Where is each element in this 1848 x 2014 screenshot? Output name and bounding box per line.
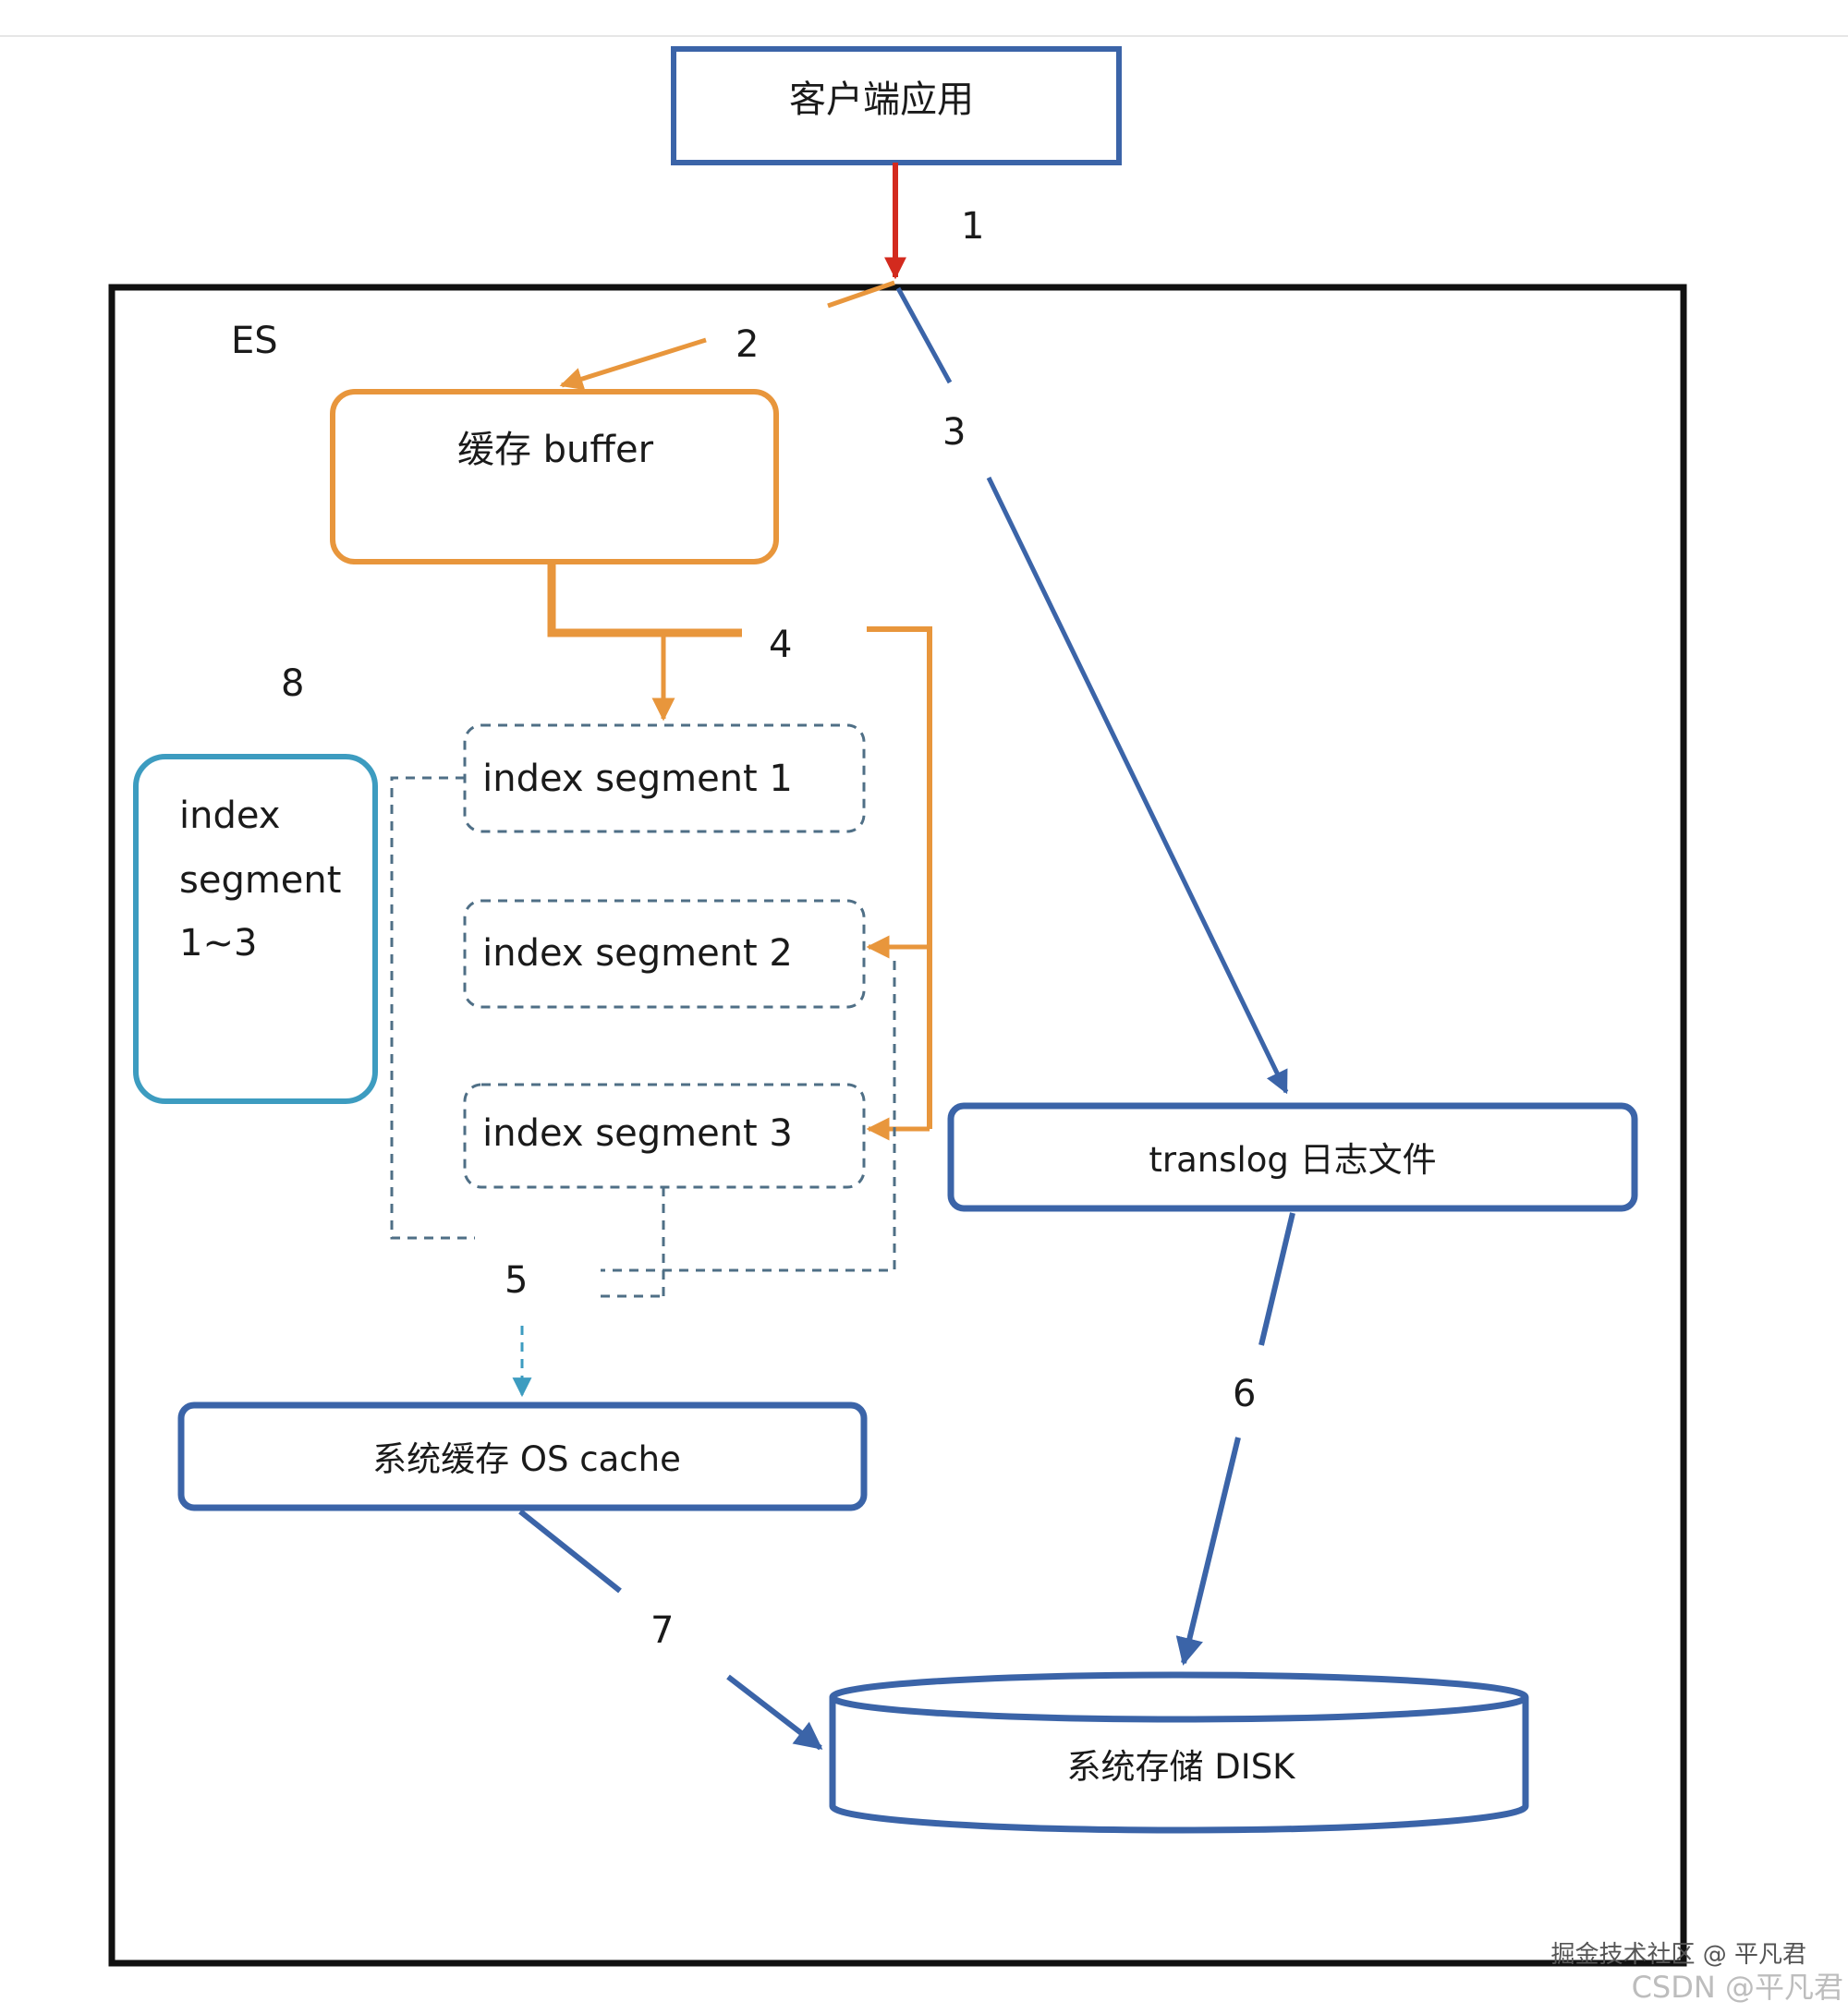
disk-cylinder-body — [829, 1697, 1529, 1834]
disk-cylinder-top — [829, 1671, 1529, 1723]
client-app-label: 客户端应用 — [789, 79, 974, 121]
step-4-label: 4 — [769, 624, 792, 666]
step-5-label: 5 — [505, 1259, 528, 1302]
step-6-line-upper — [1258, 1212, 1295, 1346]
es-frame — [108, 284, 1687, 1967]
segment-group-line-3: 1~3 — [179, 922, 257, 965]
buffer-label: 缓存 buffer — [457, 429, 654, 471]
os-cache-box — [177, 1401, 868, 1511]
segment-2-label: index segment 2 — [482, 932, 793, 975]
merge-dashed-right — [601, 961, 896, 1272]
translog-label: translog 日志文件 — [1149, 1140, 1436, 1180]
step-6-arrow — [1175, 1437, 1241, 1666]
step-3-label: 3 — [942, 411, 966, 454]
step-7-label: 7 — [650, 1609, 674, 1652]
segment-group-line-1: index — [179, 795, 280, 837]
segment-1-label: index segment 1 — [482, 758, 793, 800]
watermark-line-2: CSDN @平凡君 — [1632, 1970, 1843, 2005]
merge-dashed-left — [390, 776, 475, 1240]
segment-1-box — [463, 723, 866, 833]
os-cache-label: 系统缓存 OS cache — [372, 1439, 681, 1479]
segment-3-box — [463, 1083, 866, 1189]
watermark-line-1: 掘金技术社区 @ 平凡君 — [1550, 1941, 1806, 1969]
step-3-line-upper — [895, 286, 953, 384]
step-7-line-upper — [518, 1509, 622, 1594]
step-4-bracket — [867, 626, 932, 1129]
es-label: ES — [231, 320, 278, 362]
segment-3-label: index segment 3 — [482, 1112, 793, 1155]
step-2-label: 2 — [736, 323, 759, 366]
step-6-label: 6 — [1233, 1373, 1256, 1415]
step-3-arrow — [986, 476, 1289, 1095]
step-2-arrow — [559, 337, 707, 391]
translog-box — [947, 1102, 1638, 1212]
segment-group-box — [133, 754, 378, 1104]
step-1-label: 1 — [961, 205, 984, 248]
disk-label: 系统存储 DISK — [1067, 1747, 1297, 1787]
step-2-stroke — [827, 280, 895, 309]
buffer-to-segment-connector — [547, 562, 742, 637]
segment-group-line-2: segment — [179, 859, 341, 902]
step-8-label: 8 — [281, 662, 304, 705]
step-7-arrow — [726, 1674, 823, 1751]
segment-2-box — [463, 899, 866, 1009]
buffer-box — [330, 389, 779, 564]
